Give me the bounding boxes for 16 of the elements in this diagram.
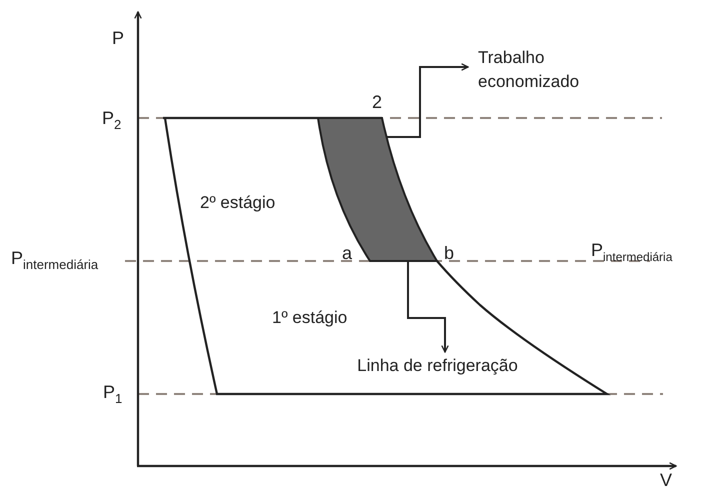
pressure-label: P$_{2}$	[102, 108, 122, 128]
pressure-label: P$_{1}$	[103, 382, 122, 402]
callout-text: Linha de refrigeração	[356, 355, 519, 377]
state-point-label: a	[342, 243, 352, 263]
arrow	[387, 63, 469, 138]
callout-text: Trabalho economizado	[478, 47, 580, 93]
stage-label: 2º estágio	[200, 193, 276, 213]
state-point-label: 2	[372, 92, 382, 112]
pressure-label: P$_{intermediária}$	[591, 240, 672, 260]
axis-label: P	[112, 28, 124, 48]
axis-label: V	[660, 470, 672, 490]
pressure-label: P$_{intermediária}$	[11, 248, 98, 268]
shaded-area	[316, 116, 440, 263]
stage-label: 1º estágio	[272, 308, 348, 328]
state-point-label: b	[444, 243, 454, 263]
arrow	[407, 262, 449, 353]
